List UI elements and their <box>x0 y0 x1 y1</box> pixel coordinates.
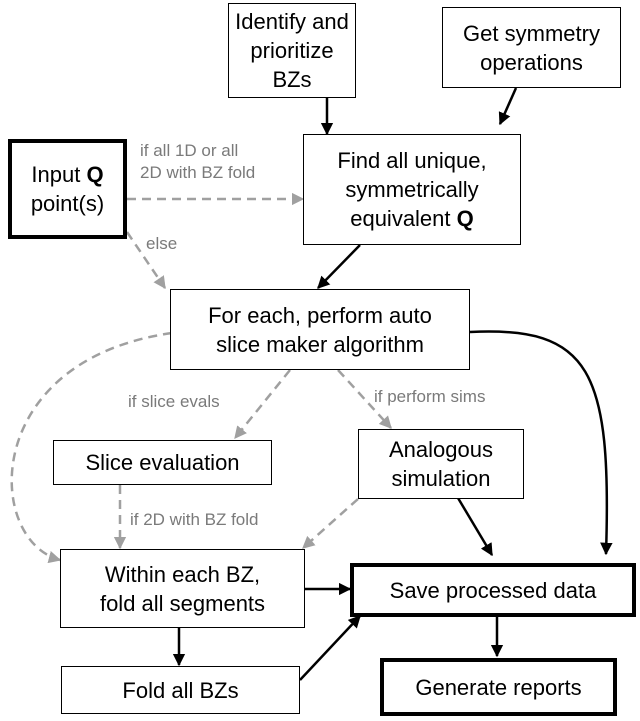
fold-all-bzs-label: Fold all BZs <box>122 677 239 703</box>
within-bz-line-2: fold all segments <box>99 590 266 616</box>
input-q-line-1: Input Q <box>31 160 104 189</box>
input-q-line-2: point(s) <box>30 191 105 216</box>
find-unique-line-2: symmetrically <box>345 177 479 202</box>
identify-bzs-line-2: prioritize <box>250 38 334 63</box>
find-unique-line-3: equivalent Q <box>337 204 486 233</box>
find-unique-line-1: Find all unique, <box>337 148 487 173</box>
label-if-2d-with-bz-fold: if 2D with BZ fold <box>130 509 259 531</box>
identify-bzs-line-1: Identify and <box>235 9 349 34</box>
label-if-slice-evals: if slice evals <box>128 391 220 413</box>
label-if-all-1d-or-2d: if all 1D or all 2D with BZ fold <box>140 140 255 184</box>
find-unique-prefix: equivalent <box>350 206 457 231</box>
label-if-all-1d-line-2: 2D with BZ fold <box>140 163 256 182</box>
fold-all-bzs-box: Fold all BZs <box>61 666 300 714</box>
input-q-prefix: Input <box>31 162 87 187</box>
edge-auto-slice-to-slice-eval <box>234 369 291 439</box>
symmetry-operations-box: Get symmetry operations <box>442 7 621 88</box>
edge-analogous-to-save <box>456 497 494 557</box>
edge-auto-slice-to-save <box>469 330 613 556</box>
edge-analogous-to-within-bz <box>302 498 359 549</box>
auto-slice-line-1: For each, perform auto <box>208 302 432 328</box>
edge-symmetry-to-find <box>498 87 518 126</box>
label-if-all-1d-line-1: if all 1D or all <box>140 141 239 160</box>
slice-evaluation-box: Slice evaluation <box>53 440 272 485</box>
label-if-perform-sims: if perform sims <box>374 386 485 408</box>
analogous-simulation-box: Analogous simulation <box>358 429 524 499</box>
slice-evaluation-label: Slice evaluation <box>85 450 240 475</box>
save-processed-data-box: Save processed data <box>350 563 636 617</box>
within-bz-line-1: Within each BZ, <box>104 561 261 587</box>
edge-auto-slice-to-analogous <box>337 369 392 429</box>
identify-bzs-line-3: BZs <box>272 67 312 92</box>
identify-bzs-box: Identify and prioritize BZs <box>228 3 356 98</box>
label-if-perform-sims-text: if perform sims <box>374 387 486 406</box>
find-unique-q-symbol: Q <box>456 206 474 231</box>
find-unique-q-box: Find all unique, symmetrically equivalen… <box>303 134 521 245</box>
input-q-symbol: Q <box>86 162 104 187</box>
symmetry-line-1: Get symmetry <box>463 20 600 46</box>
within-each-bz-box: Within each BZ, fold all segments <box>60 549 305 628</box>
label-else: else <box>146 233 177 255</box>
edge-fold-bzs-to-save <box>299 615 361 681</box>
label-if-2d-text: if 2D with BZ fold <box>130 510 259 529</box>
symmetry-line-2: operations <box>480 49 583 75</box>
label-if-slice-evals-text: if slice evals <box>128 392 220 411</box>
analogous-line-2: simulation <box>391 466 491 491</box>
auto-slice-box: For each, perform auto slice maker algor… <box>170 289 470 370</box>
edge-input-else-to-auto-slice <box>125 231 167 290</box>
analogous-line-1: Analogous <box>389 437 493 462</box>
save-processed-data-label: Save processed data <box>389 577 597 603</box>
edge-auto-slice-to-within-bz <box>10 331 173 564</box>
input-q-box: Input Q point(s) <box>8 139 127 239</box>
generate-reports-box: Generate reports <box>380 658 617 716</box>
edge-find-to-auto-slice <box>317 244 361 289</box>
label-else-text: else <box>146 234 178 253</box>
generate-reports-label: Generate reports <box>415 674 582 700</box>
auto-slice-line-2: slice maker algorithm <box>216 331 424 357</box>
